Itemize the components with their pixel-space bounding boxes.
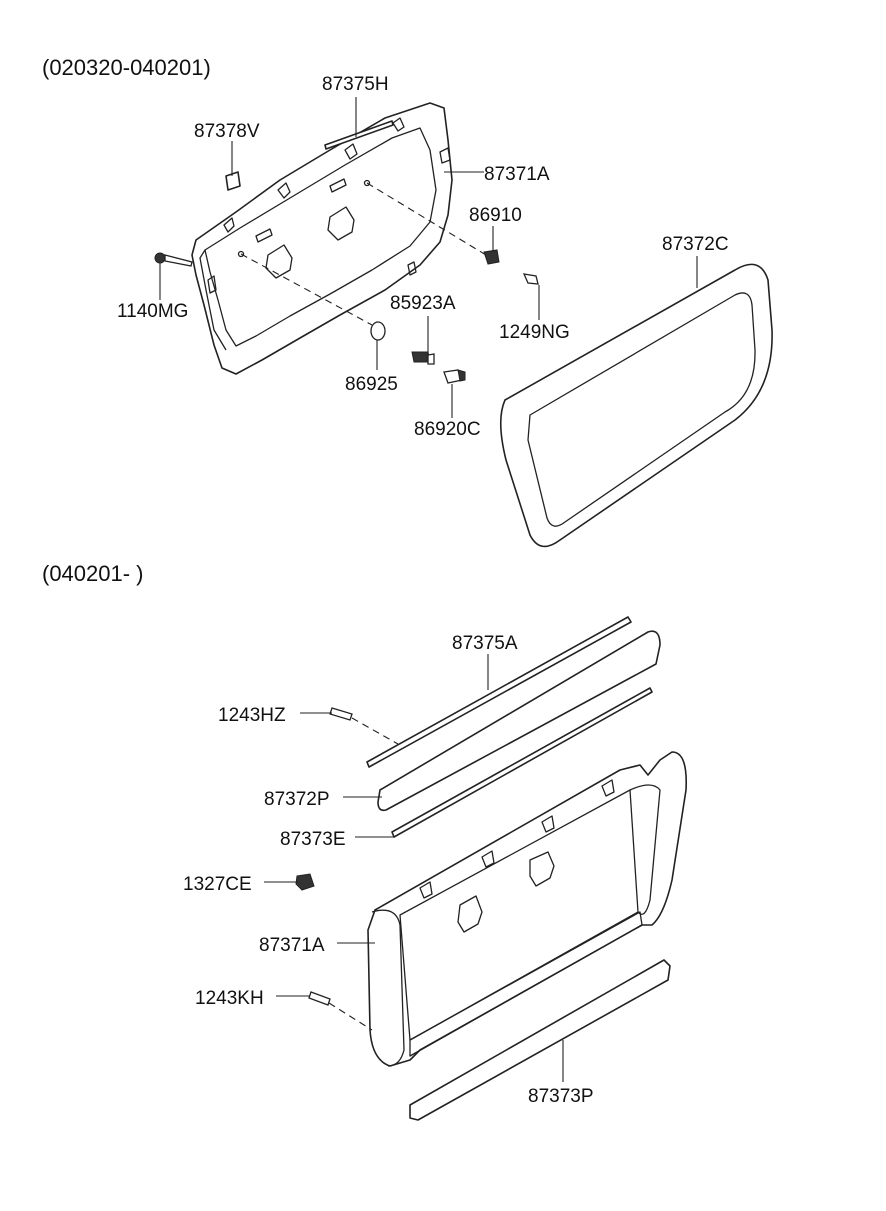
- strip-87373E: [391, 687, 653, 838]
- screw-1249NG: [522, 273, 539, 285]
- part-label: 86920C: [414, 419, 481, 440]
- bolt-86910: [483, 249, 500, 265]
- pad-87378V: [225, 171, 241, 191]
- strip-87375H: [324, 120, 394, 150]
- screw-1243HZ: [329, 707, 353, 721]
- screw-1243KH: [308, 991, 331, 1006]
- part-label: 1140MG: [117, 301, 188, 322]
- garnish-bar-87372P: [377, 630, 661, 812]
- nut-1327CE: [295, 873, 315, 891]
- clip-85923A: [411, 351, 435, 365]
- part-label: 87378V: [194, 121, 260, 142]
- part-label: 1327CE: [183, 874, 252, 895]
- strip-87373P: [409, 959, 671, 1121]
- part-label: 87375H: [322, 74, 389, 95]
- part-label: 1243KH: [195, 988, 264, 1009]
- part-label: 86925: [345, 374, 398, 395]
- part-label: 87372C: [662, 234, 729, 255]
- part-label: 87371A: [259, 935, 325, 956]
- part-label: 86910: [469, 205, 522, 226]
- part-label: 87371A: [484, 164, 550, 185]
- strip-87375A: [366, 616, 632, 768]
- section-header-late: (040201- ): [42, 561, 144, 586]
- part-label: 87375A: [452, 633, 518, 654]
- plug-86925: [370, 321, 386, 341]
- part-label: 87373E: [280, 829, 346, 850]
- part-label: 85923A: [390, 293, 456, 314]
- section-header-early: (020320-040201): [42, 55, 211, 80]
- garnish-panel-early: [191, 102, 453, 375]
- bolt-1140MG: [154, 252, 193, 267]
- part-label: 1249NG: [499, 322, 570, 343]
- garnish-panel-late: [367, 751, 688, 1067]
- part-label: 87373P: [528, 1086, 594, 1107]
- clip-86920C: [443, 369, 466, 384]
- part-label: 1243HZ: [218, 705, 286, 726]
- part-label: 87372P: [264, 789, 330, 810]
- molding-87372C: [499, 263, 773, 548]
